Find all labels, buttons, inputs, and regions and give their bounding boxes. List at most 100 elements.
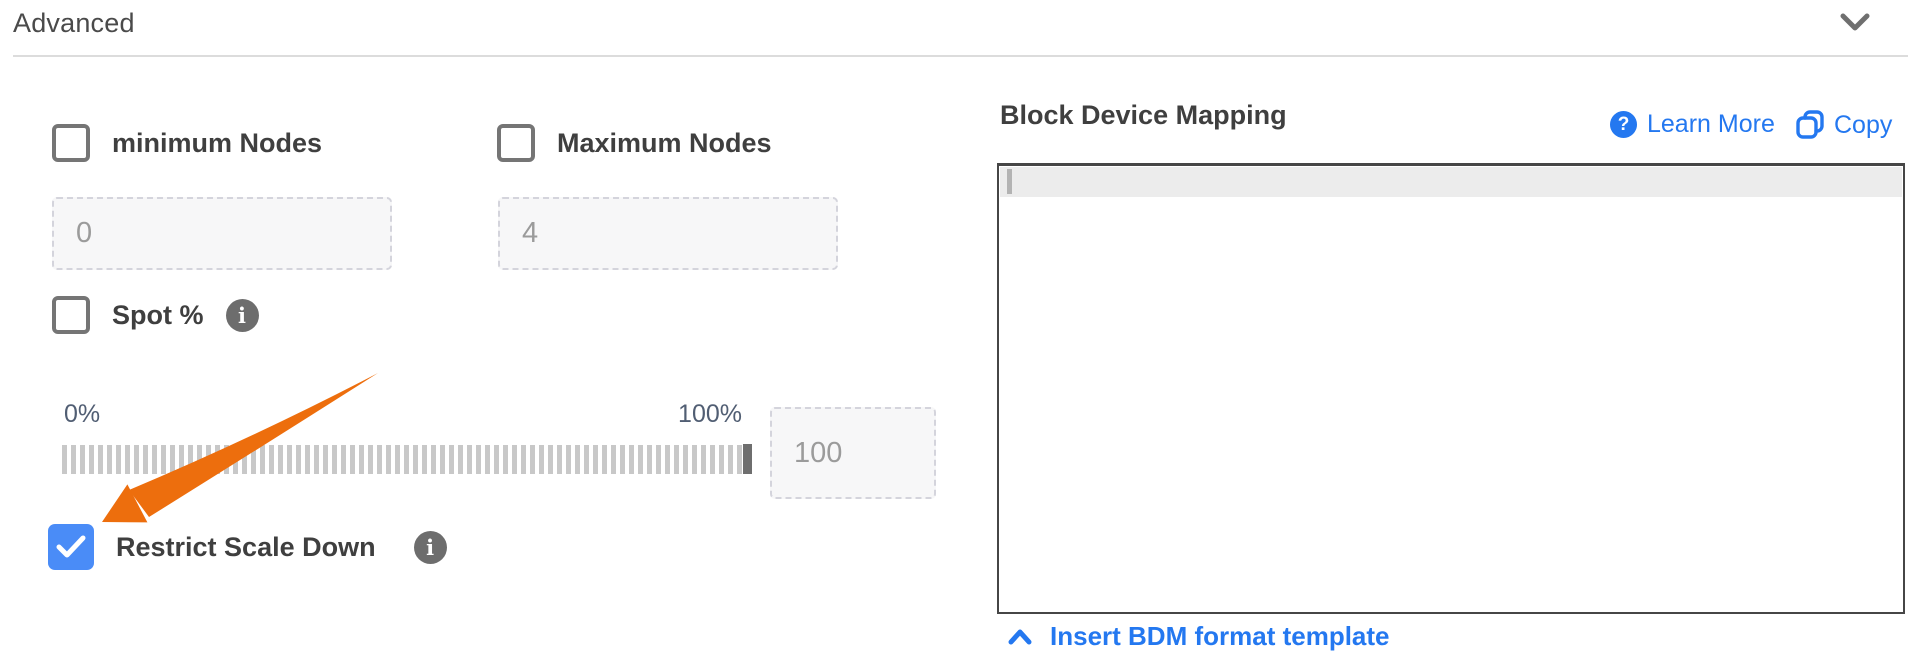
slider-tick — [359, 444, 364, 474]
copy-icon — [1796, 110, 1824, 139]
slider-tick — [584, 444, 589, 474]
slider-tick — [341, 444, 346, 474]
slider-tick — [701, 444, 706, 474]
slider-tick — [395, 444, 400, 474]
slider-tick — [143, 444, 148, 474]
restrict-scale-down-checkbox[interactable] — [48, 524, 94, 570]
slider-tick — [161, 444, 166, 474]
slider-tick — [386, 444, 391, 474]
slider-min-label: 0% — [64, 400, 101, 428]
slider-tick — [305, 444, 310, 474]
slider-tick — [287, 444, 292, 474]
editor-caret — [1007, 169, 1012, 194]
copy-label: Copy — [1834, 110, 1893, 139]
slider-tick — [692, 444, 697, 474]
slider-tick — [674, 444, 679, 474]
restrict-scale-down-label: Restrict Scale Down — [116, 531, 376, 562]
slider-tick — [377, 444, 382, 474]
restrict-scale-down-info-icon[interactable]: i — [413, 530, 447, 564]
slider-tick — [269, 444, 274, 474]
section-divider — [13, 55, 1908, 57]
question-icon: ? — [1610, 111, 1637, 138]
slider-max-label: 100% — [678, 400, 742, 428]
spot-percent-checkbox[interactable] — [52, 296, 90, 334]
spot-percent-label: Spot % — [112, 299, 204, 330]
slider-tick — [647, 444, 652, 474]
slider-tick — [134, 444, 139, 474]
slider-tick — [629, 444, 634, 474]
slider-tick — [539, 444, 544, 474]
slider-tick — [512, 444, 517, 474]
slider-tick — [665, 444, 670, 474]
slider-tick — [485, 444, 490, 474]
slider-tick — [710, 444, 715, 474]
slider-tick — [260, 444, 265, 474]
slider-tick — [449, 444, 454, 474]
slider-tick — [233, 444, 238, 474]
slider-tick — [278, 444, 283, 474]
slider-tick — [566, 444, 571, 474]
bdm-editor[interactable] — [997, 163, 1905, 614]
slider-tick — [323, 444, 328, 474]
slider-tick — [89, 444, 94, 474]
slider-tick — [422, 444, 427, 474]
slider-tick — [530, 444, 535, 474]
slider-tick — [593, 444, 598, 474]
spot-slider[interactable] — [62, 444, 752, 474]
learn-more-label: Learn More — [1647, 110, 1775, 138]
slider-tick — [116, 444, 121, 474]
slider-tick — [431, 444, 436, 474]
spot-slider-handle[interactable] — [743, 444, 752, 474]
learn-more-link[interactable]: ? Learn More — [1610, 110, 1775, 139]
slider-tick — [98, 444, 103, 474]
slider-tick — [656, 444, 661, 474]
slider-tick — [215, 444, 220, 474]
chevron-up-icon — [1008, 629, 1032, 644]
section-title: Advanced — [13, 8, 135, 38]
slider-tick — [251, 444, 256, 474]
slider-tick — [224, 444, 229, 474]
slider-tick — [179, 444, 184, 474]
spot-percent-value-input[interactable] — [770, 407, 936, 499]
slider-tick — [107, 444, 112, 474]
slider-tick — [494, 444, 499, 474]
slider-tick — [620, 444, 625, 474]
maximum-nodes-input[interactable] — [498, 197, 838, 270]
slider-tick — [611, 444, 616, 474]
slider-tick — [728, 444, 733, 474]
slider-tick — [737, 444, 742, 474]
minimum-nodes-input[interactable] — [52, 197, 392, 270]
slider-tick — [206, 444, 211, 474]
slider-tick — [80, 444, 85, 474]
slider-tick — [62, 444, 67, 474]
maximum-nodes-checkbox[interactable] — [497, 124, 535, 162]
slider-tick — [350, 444, 355, 474]
slider-tick — [575, 444, 580, 474]
slider-tick — [440, 444, 445, 474]
slider-tick — [332, 444, 337, 474]
slider-tick — [71, 444, 76, 474]
minimum-nodes-checkbox[interactable] — [52, 124, 90, 162]
slider-tick — [170, 444, 175, 474]
slider-tick — [413, 444, 418, 474]
slider-tick — [242, 444, 247, 474]
slider-tick — [296, 444, 301, 474]
annotation-arrow — [102, 373, 378, 523]
spot-info-icon[interactable]: i — [225, 298, 259, 332]
block-device-mapping-title: Block Device Mapping — [1000, 100, 1287, 130]
editor-active-line — [1000, 167, 1902, 197]
maximum-nodes-label: Maximum Nodes — [557, 127, 772, 158]
slider-tick — [683, 444, 688, 474]
slider-tick — [548, 444, 553, 474]
slider-tick — [404, 444, 409, 474]
checkmark-icon — [56, 535, 86, 558]
insert-bdm-template-link[interactable]: Insert BDM format template — [1008, 621, 1390, 652]
chevron-down-icon[interactable] — [1840, 13, 1870, 33]
slider-tick — [719, 444, 724, 474]
slider-tick — [557, 444, 562, 474]
slider-tick — [152, 444, 157, 474]
minimum-nodes-label: minimum Nodes — [112, 127, 323, 158]
slider-tick — [125, 444, 130, 474]
copy-button[interactable]: Copy — [1796, 110, 1892, 140]
slider-tick — [314, 444, 319, 474]
